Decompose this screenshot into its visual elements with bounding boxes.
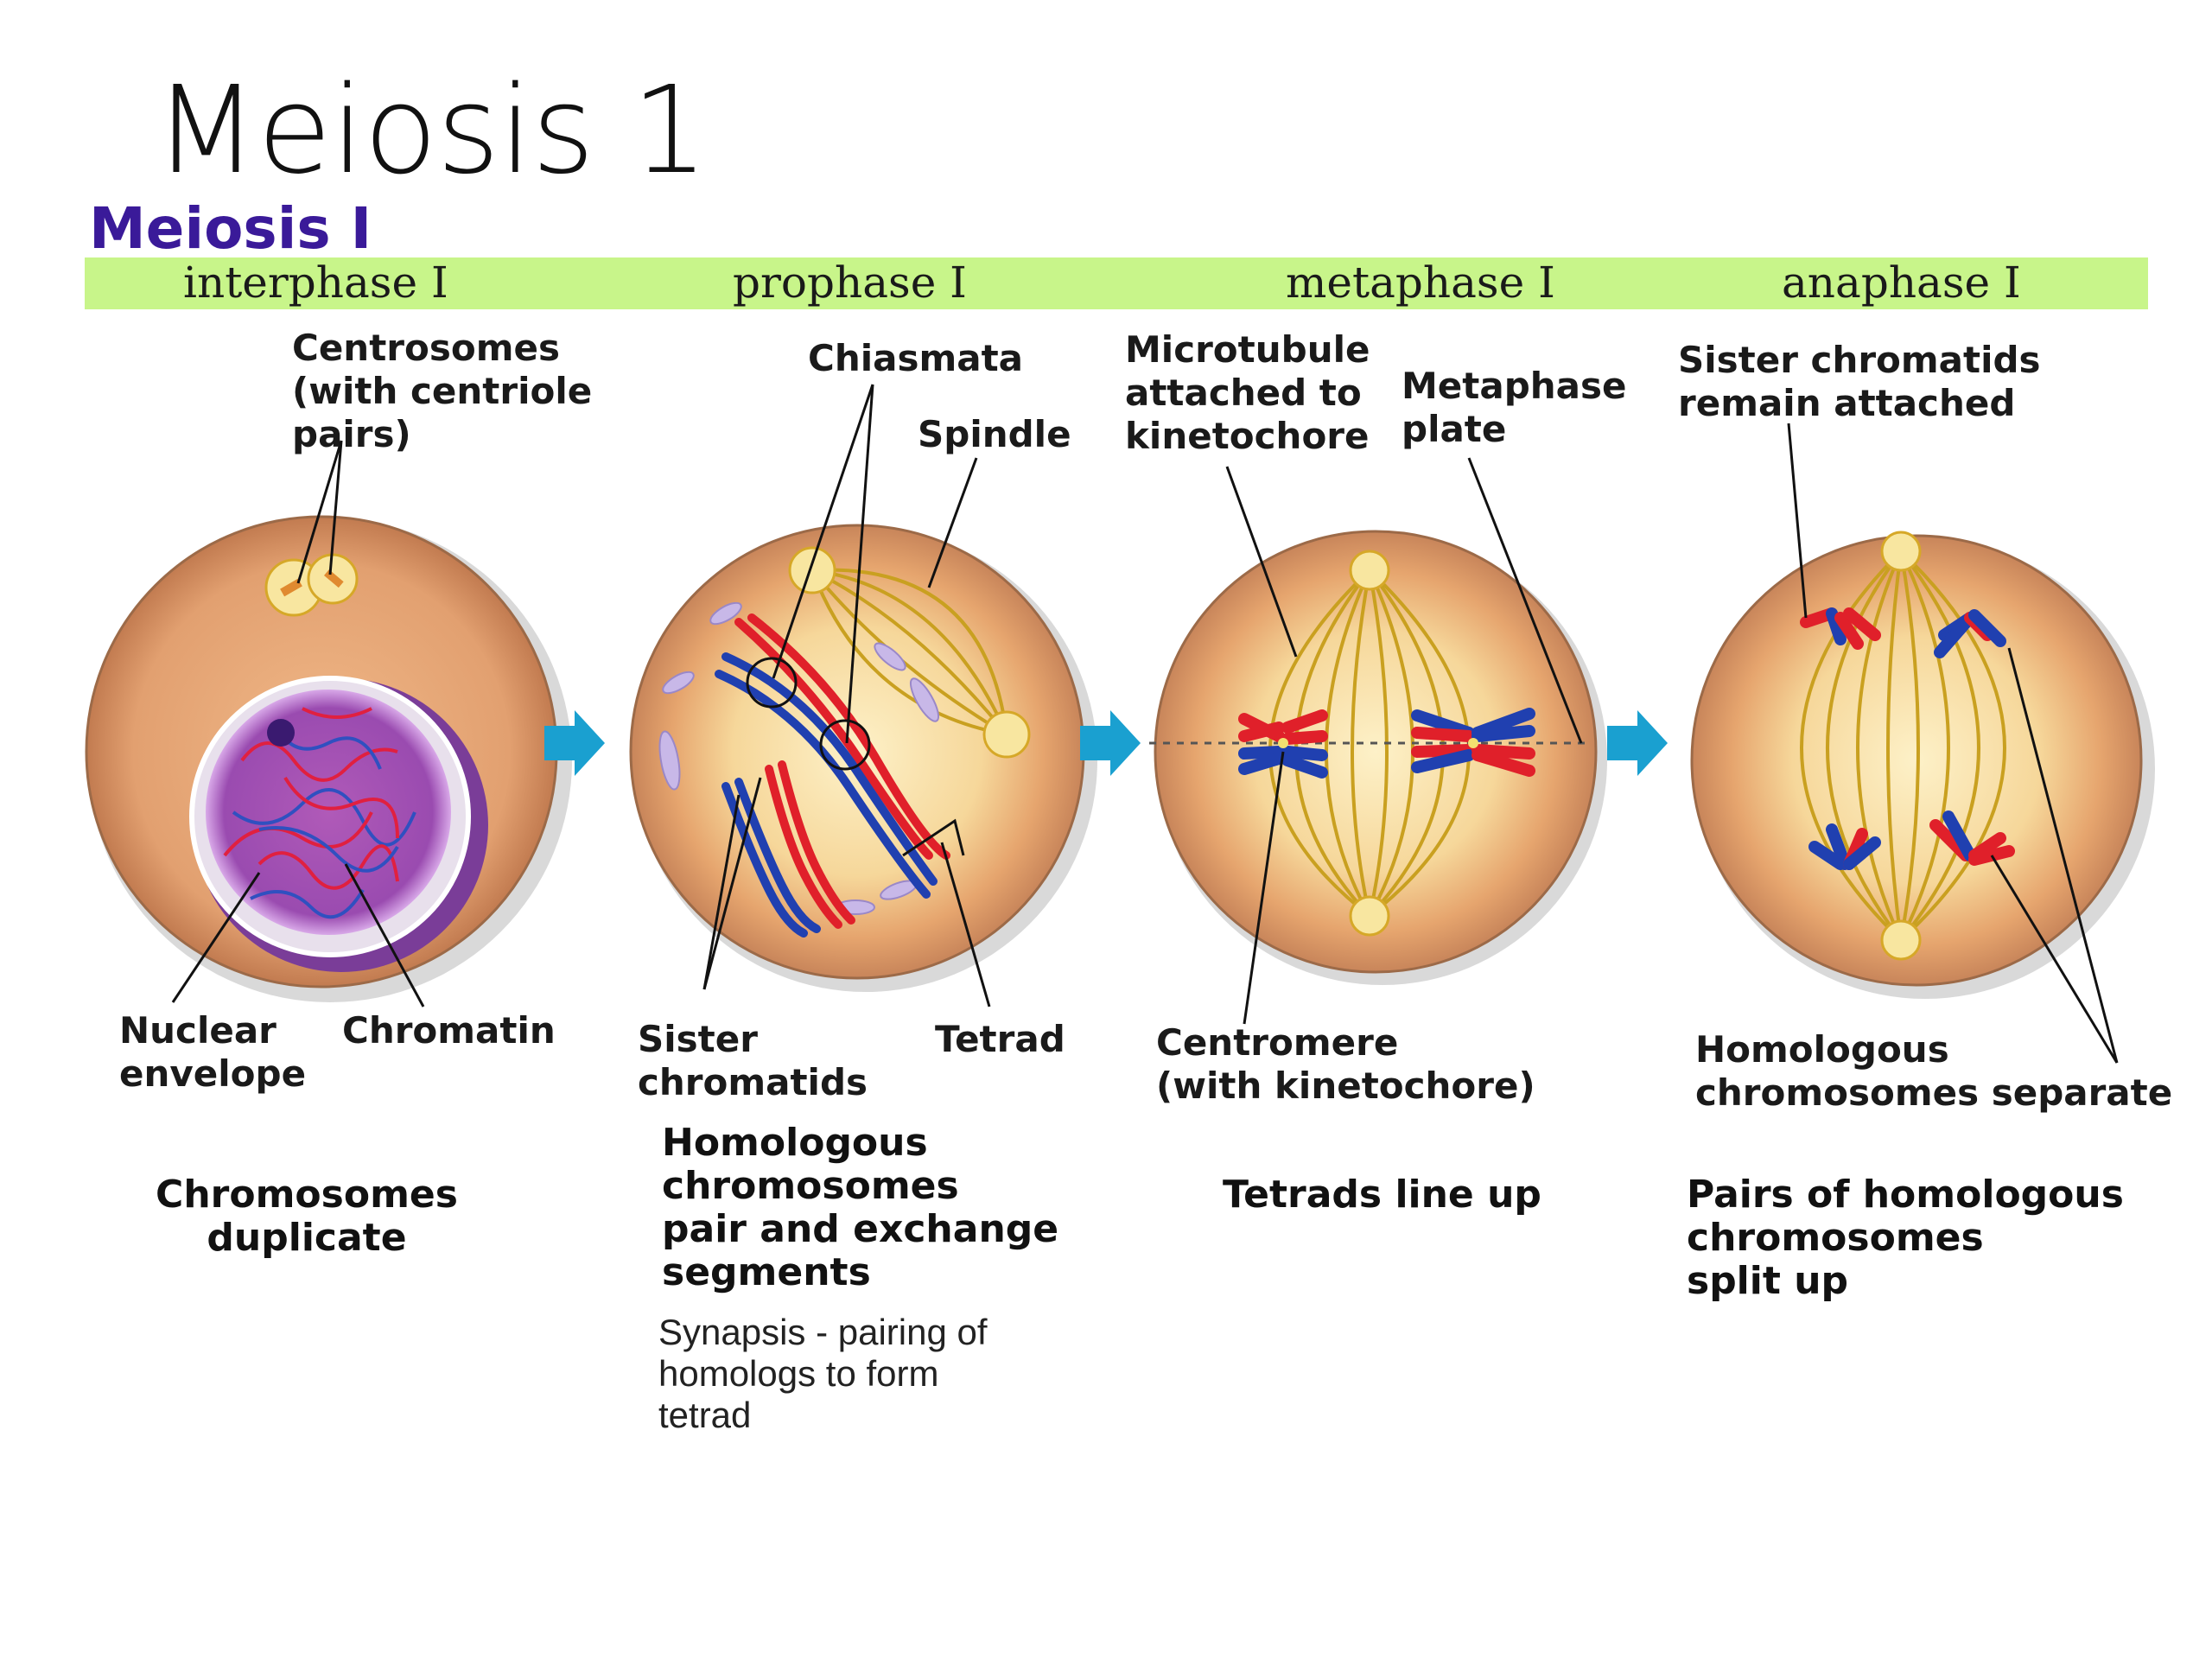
anaphase-chromosomes <box>1800 607 2015 870</box>
caption-interphase: Chromosomes duplicate <box>156 1173 458 1260</box>
caption-prophase: Homologous chromosomes pair and exchange… <box>662 1121 1059 1294</box>
metaphase-cell <box>1149 530 1607 985</box>
phase-label-anaphase: anaphase I <box>1782 257 2021 308</box>
slide-title: Meiosis 1 <box>154 60 709 201</box>
label-homologous-separate: Homologous chromosomes separate <box>1695 1028 2173 1114</box>
nucleolus <box>267 719 295 747</box>
metaphase-tetrads <box>1238 708 1535 779</box>
leader-lines <box>171 384 2119 1064</box>
anaphase-centrosome-bottom <box>1880 919 1922 961</box>
anaphase-centrosome-top <box>1880 531 1922 572</box>
phase-label-interphase: interphase I <box>183 257 448 308</box>
interphase-cell <box>85 515 572 1002</box>
kinetochore <box>1468 738 1478 748</box>
label-sister-chromatids-attached: Sister chromatids remain attached <box>1678 339 2041 424</box>
label-chromatin: Chromatin <box>342 1009 556 1052</box>
label-centromere: Centromere (with kinetochore) <box>1156 1021 1535 1107</box>
phase-label-metaphase: metaphase I <box>1286 257 1555 308</box>
anaphase-cell <box>1690 531 2155 999</box>
label-sister-chromatids: Sister chromatids <box>638 1018 868 1103</box>
phase-bar <box>85 257 2148 309</box>
label-centrosomes: Centrosomes (with centriole pairs) <box>292 327 593 455</box>
anaphase-spindle <box>1800 550 2006 942</box>
chiasma-circle <box>819 719 871 771</box>
chromatin-fibers <box>223 707 416 919</box>
caption-anaphase: Pairs of homologous chromosomes split up <box>1687 1173 2124 1303</box>
phase-label-prophase: prophase I <box>733 257 967 308</box>
metaphase-centrosome-top <box>1349 550 1390 591</box>
metaphase-centrosome-bottom <box>1349 895 1390 937</box>
centrosome-pair <box>264 553 359 617</box>
kinetochore <box>1278 738 1288 748</box>
prophase-cell <box>629 524 1097 992</box>
figure-title: Meiosis I <box>89 195 372 262</box>
prophase-centrosome-right <box>982 710 1031 759</box>
label-nuclear-envelope: Nuclear envelope <box>119 1009 307 1095</box>
tetrad-bracket <box>902 818 965 857</box>
prophase-centrosome-top <box>788 546 836 594</box>
prophase-note: Synapsis - pairing of homologs to form t… <box>658 1312 988 1435</box>
caption-metaphase: Tetrads line up <box>1223 1173 1541 1217</box>
label-tetrad: Tetrad <box>935 1018 1065 1060</box>
label-microtubule: Microtubule attached to kinetochore <box>1125 328 1370 457</box>
chiasma-circle <box>746 657 798 709</box>
label-metaphase-plate: Metaphase plate <box>1402 365 1627 450</box>
label-spindle: Spindle <box>918 413 1071 455</box>
right-arrow-icon <box>544 710 1668 776</box>
label-chiasmata: Chiasmata <box>808 337 1023 379</box>
